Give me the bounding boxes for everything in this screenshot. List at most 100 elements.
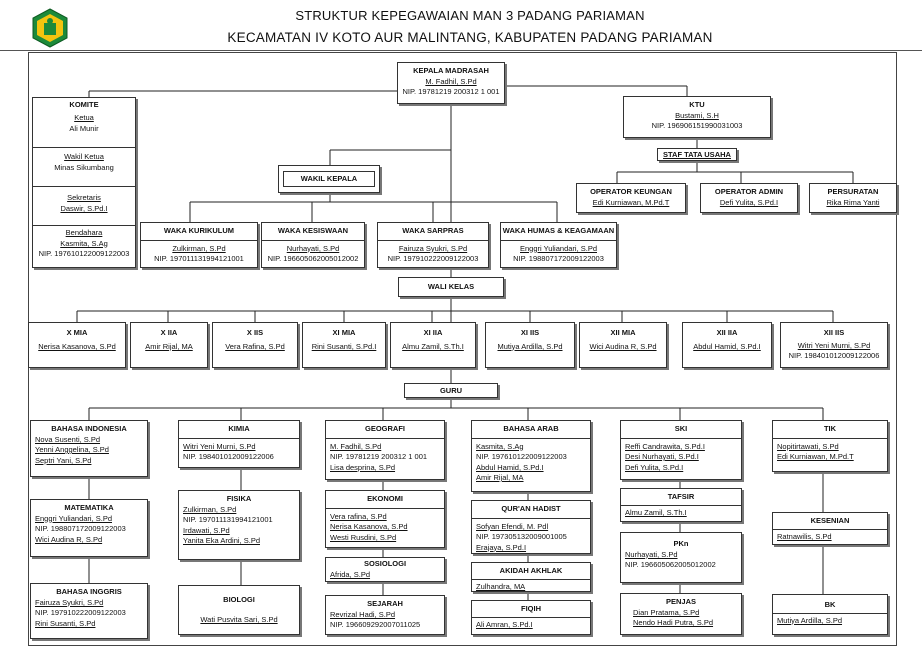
guru-matematika: MATEMATIKA Enggri Yuliandari, S.Pd NIP. … [30,499,148,557]
teacher-nip: NIP. 198807172009122003 [35,524,126,533]
sejarah-title: SEJARAH [367,599,403,608]
guru-bahasa-inggris: BAHASA INGGRIS Fairuza Syukri, S.Pd NIP.… [30,583,148,639]
kimia-title: KIMIA [228,424,250,433]
guru-box: GURU [404,383,498,398]
komite-title: KOMITE [69,100,99,109]
guru-title: GURU [439,386,463,395]
teacher-line: Nopitirtawati, S.Pd [777,441,839,451]
pkn-title: PKn [673,539,689,548]
kelas-x-iia: X IIA Amir Rijal, MA [130,322,208,368]
staf-tata-usaha-box: STAF TATA USAHA [657,148,737,161]
guru-kesenian: KESENIAN Ratnawilis, S.Pd [772,512,888,545]
waka-humas-name: Enggri Yuliandari, S.Pd [520,243,597,253]
teacher-line: Reffi Candrawita, S.Pd.I [625,441,705,451]
kelas-x-iis: X IIS Vera Rafina, S.Pd [212,322,298,368]
guru-bahasa-arab: BAHASA ARAB Kasmita, S.Ag NIP. 197610122… [471,420,591,492]
kelas-xii-mia: XII MIA Wici Audina R, S.Pd [579,322,667,368]
guru-tafsir: TAFSIR Almu Zamil, S.Th.I [620,488,742,522]
komite-ketua: Ketua Ali Munir [33,110,135,148]
guru-quran-hadist: QUR'AN HADIST Sofyan Efendi, M. Pdl NIP.… [471,500,591,554]
waka-kurikulum-box: WAKA KURIKULUM Zulkirman, S.Pd NIP. 1970… [140,222,258,268]
ekonomi-title: EKONOMI [367,494,403,503]
kelas-xi-iis-title: XI IIS [520,328,540,337]
kelas-xii-mia-name: Wici Audina R, S.Pd [589,341,657,351]
kepala-name: M. Fadhil, S.Pd [425,76,477,86]
kelas-xii-iis-nip: NIP. 198401012009122006 [788,351,880,360]
wakil-kepala-box: WAKIL KEPALA [278,165,380,193]
teacher-line: Zulhandra, MA [476,581,526,591]
quran-hadist-title: QUR'AN HADIST [501,504,561,513]
header: STRUKTUR KEPEGAWAIAN MAN 3 PADANG PARIAM… [0,0,922,51]
teacher-line: Mutiya Ardilla, S.Pd [777,615,843,625]
teacher-line: Wati Pusvita Sari, S.Pd [200,614,278,624]
teacher-line: Westi Rusdini, S.Pd [330,532,397,542]
teacher-line: Revrizal Hadi, S.Pd [330,609,396,619]
kelas-xi-iia-title: XI IIA [423,328,443,337]
teacher-line: Sofyan Efendi, M. Pdl [476,521,549,531]
komite-wakil-role: Wakil Ketua [64,152,104,161]
kelas-xi-mia-title: XI MIA [332,328,356,337]
kelas-xi-mia-name: Rini Susanti, S.Pd.I [311,341,377,351]
komite-box: KOMITE Ketua Ali Munir Wakil Ketua Minas… [32,97,136,268]
persuratan-name: Rika Rima Yanti [826,197,880,207]
guru-bahasa-indonesia: BAHASA INDONESIA Nova Susenti, S.Pd Yenn… [30,420,148,477]
teacher-line: Ali Amran, S.Pd.I [476,619,533,629]
guru-ekonomi: EKONOMI Vera rafina, S.Pd Nerisa Kasanov… [325,490,445,548]
waka-kesiswaan-title: WAKA KESISWAAN [277,226,349,235]
komite-sekretaris: Sekretaris Daswir, S.Pd.I [33,187,135,226]
komite-bendahara: Bendahara Kasmita, S.Ag NIP. 19761012200… [33,226,135,260]
kelas-xii-mia-title: XII MIA [610,328,636,337]
waka-kesiswaan-box: WAKA KESISWAAN Nurhayati, S.Pd NIP. 1966… [261,222,365,268]
tafsir-title: TAFSIR [667,492,695,501]
fisika-title: FISIKA [226,494,252,503]
teacher-line: Wici Audina R, S.Pd [35,534,103,544]
wali-kelas-title: WALI KELAS [427,282,475,291]
waka-kesiswaan-name: Nurhayati, S.Pd [286,243,340,253]
persuratan-title: PERSURATAN [827,187,879,196]
kelas-xii-iis-name: Witri Yeni Murni, S.Pd [797,340,871,350]
kepala-madrasah-box: KEPALA MADRASAH M. Fadhil, S.Pd NIP. 197… [397,62,505,104]
sosiologi-title: SOSIOLOGI [363,559,407,568]
kelas-xi-iia: XI IIA Almu Zamil, S.Th.I [390,322,476,368]
kelas-xii-iis: XII IIS Witri Yeni Murni, S.Pd NIP. 1984… [780,322,888,368]
guru-tik: TIK Nopitirtawati, S.Pd Edi Kurniawan, M… [772,420,888,472]
ktu-nip: NIP. 196906151990031003 [651,121,743,130]
operator-keuangan-box: OPERATOR KEUNGAN Edi Kurniawan, M.Pd.T [576,183,686,213]
teacher-line: Amir Rijal, MA [476,473,524,482]
teacher-line: Nurhayati, S.Pd [625,549,678,559]
kesenian-title: KESENIAN [810,516,850,525]
bk-title: BK [824,600,836,609]
teacher-line: M. Fadhil, S.Pd [330,441,382,451]
komite-sekretaris-name: Daswir, S.Pd.I [60,203,108,213]
page-subtitle: KECAMATAN IV KOTO AUR MALINTANG, KABUPAT… [227,30,713,45]
fiqih-title: FIQIH [521,604,541,613]
operator-admin-title: OPERATOR ADMIN [714,187,784,196]
guru-biologi: BIOLOGI Wati Pusvita Sari, S.Pd [178,585,300,635]
waka-humas-title: WAKA HUMAS & KEAGAMAAN [502,226,615,235]
kelas-xii-iia-name: Abdul Hamid, S.Pd.I [693,341,761,351]
teacher-line: Fairuza Syukri, S.Pd [35,597,104,607]
teacher-nip: NIP. 198401012009122006 [183,452,274,461]
kepala-title: KEPALA MADRASAH [413,66,489,75]
guru-kimia: KIMIA Witri Yeni Murni, S.Pd NIP. 198401… [178,420,300,468]
teacher-nip: NIP. 197610122009122003 [476,452,567,461]
waka-kesiswaan-nip: NIP. 196605062005012002 [267,254,359,263]
kelas-x-iis-title: X IIS [246,328,264,337]
guru-fiqih: FIQIH Ali Amran, S.Pd.I [471,600,591,635]
teacher-line: Rini Susanti, S.Pd [35,618,96,628]
komite-wakil: Wakil Ketua Minas Sikumbang [33,148,135,187]
teacher-line: Nova Susenti, S.Pd [35,434,101,444]
bahasa-arab-title: BAHASA ARAB [503,424,559,433]
bahasa-indonesia-title: BAHASA INDONESIA [51,424,127,433]
kelas-x-iis-name: Vera Rafina, S.Pd [225,341,285,351]
teacher-line: Zulkirman, S.Pd [183,504,237,514]
penjas-title: PENJAS [665,597,696,606]
teacher-nip: NIP. 197305132009001005 [476,532,567,541]
operator-admin-name: Defi Yulita, S.Pd.I [719,197,779,207]
guru-sosiologi: SOSIOLOGI Afrida, S.Pd [325,557,445,582]
komite-bendahara-role: Bendahara [65,228,103,237]
guru-penjas: PENJAS Dian Pratama, S.Pd Nendo Hadi Put… [620,593,742,635]
wakil-kepala-title: WAKIL KEPALA [300,174,358,183]
kelas-x-iia-title: X IIA [160,328,178,337]
kelas-x-mia: X MIA Nerisa Kasanova, S.Pd [28,322,126,368]
